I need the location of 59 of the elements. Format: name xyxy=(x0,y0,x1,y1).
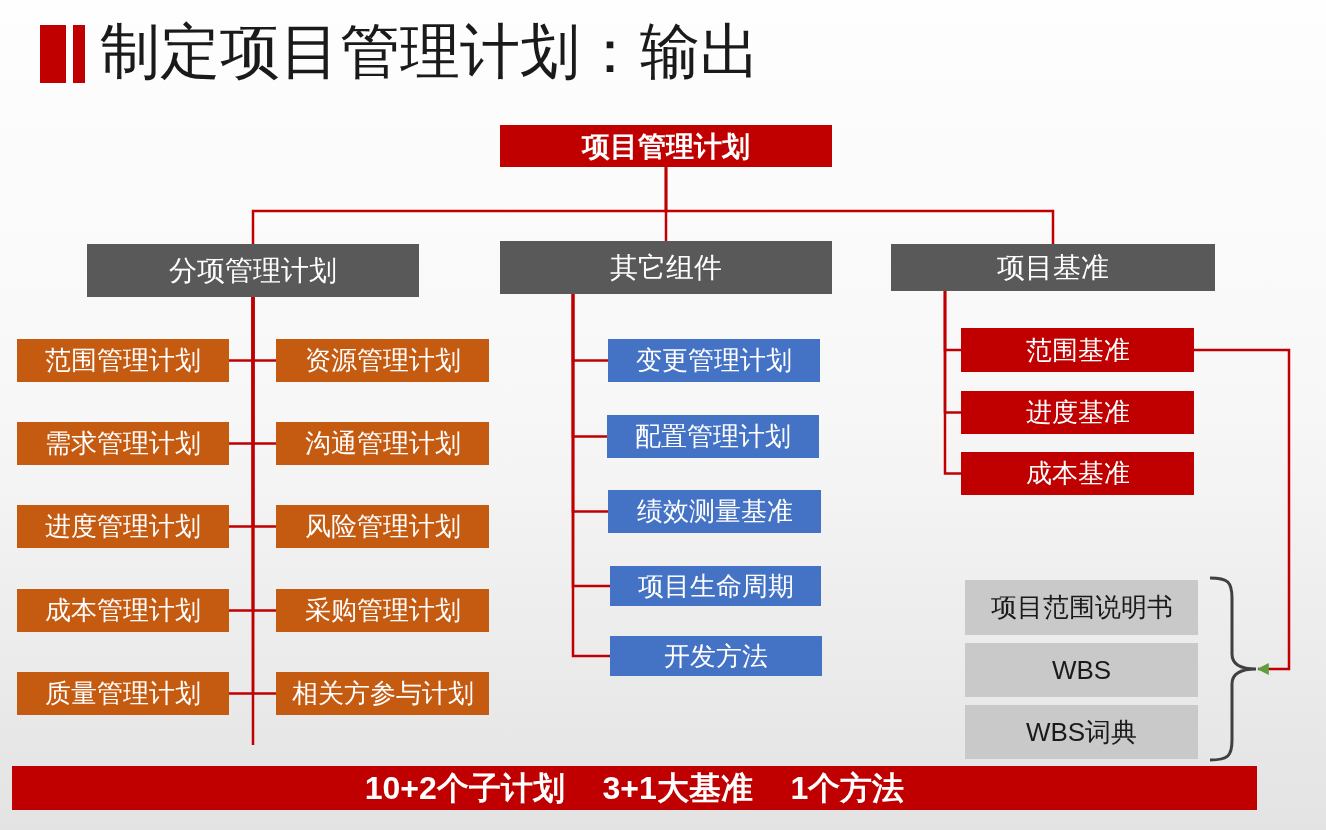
category-header xyxy=(500,241,832,294)
curly-brace xyxy=(1208,576,1258,762)
plan-name: 沟通管理计划 xyxy=(304,427,461,460)
baseline-name: 进度基准 xyxy=(1025,396,1130,429)
category-header xyxy=(891,244,1215,291)
document-name: WBS词典 xyxy=(1025,715,1138,749)
document-box xyxy=(965,643,1198,697)
plan-name: 质量管理计划 xyxy=(45,677,201,710)
subsidiary-plan-box xyxy=(276,422,489,465)
connector-line xyxy=(664,167,1055,244)
subsidiary-plan-box xyxy=(17,339,229,382)
component-box xyxy=(610,636,822,676)
plan-name: 范围管理计划 xyxy=(45,344,201,377)
connector-line xyxy=(251,297,276,695)
plan-box xyxy=(500,125,832,167)
arrow xyxy=(1194,348,1291,675)
document-box xyxy=(965,705,1198,759)
component-box xyxy=(610,566,821,606)
baseline-box xyxy=(961,328,1194,372)
subsidiary-plan-box xyxy=(17,672,229,715)
category-title: 其它组件 xyxy=(610,251,722,285)
document-box xyxy=(965,580,1198,635)
baseline-box xyxy=(961,452,1194,495)
component-box xyxy=(608,339,820,382)
plan-name: 相关方参与计划 xyxy=(291,677,474,710)
component-name: 开发方法 xyxy=(664,639,768,673)
plan-name: 需求管理计划 xyxy=(45,427,201,460)
plan-name: 风险管理计划 xyxy=(304,510,461,543)
component-box xyxy=(608,490,821,533)
document-name: WBS xyxy=(1051,653,1112,687)
subsidiary-plan-box xyxy=(276,672,489,715)
plan-name: 资源管理计划 xyxy=(304,344,461,377)
plan-name: 采购管理计划 xyxy=(304,594,461,627)
connector-line xyxy=(571,294,610,658)
component-name: 配置管理计划 xyxy=(635,420,791,453)
summary-banner xyxy=(12,766,1257,810)
page-title: 制定项目管理计划：输出 xyxy=(100,17,760,87)
baseline-name: 成本基准 xyxy=(1025,457,1130,490)
subsidiary-plan-box xyxy=(17,505,229,548)
component-name: 项目生命周期 xyxy=(637,569,794,603)
plan-name: 进度管理计划 xyxy=(45,510,201,543)
baseline-box xyxy=(961,391,1194,434)
plan-title: 项目管理计划 xyxy=(582,129,750,164)
connector-line xyxy=(943,291,961,475)
plan-name: 成本管理计划 xyxy=(45,594,201,627)
subsidiary-plan-box xyxy=(276,339,489,382)
document-name: 项目范围说明书 xyxy=(990,591,1173,624)
subsidiary-plan-box xyxy=(276,589,489,632)
subsidiary-plan-box xyxy=(17,422,229,465)
category-title: 分项管理计划 xyxy=(169,254,337,288)
component-name: 绩效测量基准 xyxy=(636,495,793,528)
category-header xyxy=(87,244,419,297)
component-box xyxy=(607,415,819,458)
baseline-name: 范围基准 xyxy=(1025,333,1130,367)
category-title: 项目基准 xyxy=(997,251,1109,285)
subsidiary-plan-box xyxy=(276,505,489,548)
component-name: 变更管理计划 xyxy=(636,344,792,377)
subsidiary-plan-box xyxy=(17,589,229,632)
summary-text: 10+2个子计划 3+1大基准 1个方法 xyxy=(364,769,905,808)
